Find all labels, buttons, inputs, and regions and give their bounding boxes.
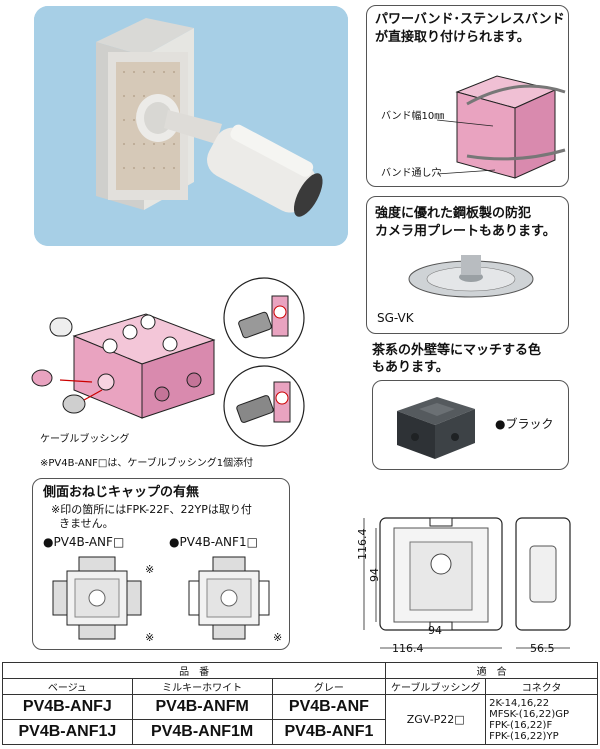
black-box-illustration bbox=[397, 397, 475, 459]
dim-height: 116.4 bbox=[356, 528, 369, 561]
cell-row2-beige: PV4B-ANF1J bbox=[2, 719, 133, 745]
cap-diagrams bbox=[52, 556, 270, 640]
product-photo bbox=[34, 6, 348, 246]
dim-depth: 56.5 bbox=[530, 642, 555, 655]
cell-row1-beige: PV4B-ANFJ bbox=[2, 694, 133, 720]
cap-label-right: ●PV4B-ANF1□ bbox=[169, 535, 258, 549]
bushing-note: ※PV4B-ANF□は、ケーブルブッシング1個添付 bbox=[40, 458, 254, 469]
plate-model: SG-VK bbox=[377, 311, 414, 325]
cell-connectors: 2K-14,16,22 MFSK-(16,22)GP FPK-(16,22)F … bbox=[485, 694, 598, 745]
cap-mark-bottom: ※ bbox=[145, 631, 155, 644]
plate-panel: 強度に優れた鋼板製の防犯 カメラ用プレートもあります。 SG-VK bbox=[366, 196, 569, 334]
cap-note-line2: きません。 bbox=[59, 517, 114, 530]
header-bushing: ケーブルブッシング bbox=[385, 678, 487, 695]
black-panel: ●ブラック bbox=[372, 380, 569, 470]
cell-row1-gray: PV4B-ANF bbox=[271, 694, 387, 720]
camera-box-photo bbox=[34, 6, 348, 246]
dimension-drawing bbox=[363, 517, 571, 649]
header-part: 品 番 bbox=[1, 662, 387, 679]
header-connector: コネクタ bbox=[485, 678, 598, 695]
band-title-line2: が直接取り付けられます。 bbox=[375, 30, 530, 45]
cap-mark-top: ※ bbox=[145, 563, 155, 576]
cap-title: 側面おねじキャップの有無 bbox=[43, 485, 200, 500]
connector-4: FPK-(16,22)YP bbox=[489, 730, 559, 742]
header-gray: グレー bbox=[271, 678, 387, 695]
band-hole-label: バンド通し穴 bbox=[381, 168, 442, 179]
plate-title-line1: 強度に優れた鋼板製の防犯 bbox=[375, 206, 532, 221]
pink-box-illustration bbox=[31, 313, 216, 419]
connector-2: MFSK-(16,22)GP bbox=[489, 708, 570, 720]
connector-3: FPK-(16,22)F bbox=[489, 719, 553, 731]
black-label: ●ブラック bbox=[495, 417, 554, 431]
cap-mark-right: ※ bbox=[273, 631, 283, 644]
band-width-label: バンド幅10㎜ bbox=[381, 111, 445, 122]
header-milky-white: ミルキーホワイト bbox=[131, 678, 273, 695]
header-fit: 適 合 bbox=[385, 662, 598, 679]
band-box-illustration bbox=[436, 75, 566, 179]
cell-bushing: ZGV-P22□ bbox=[385, 694, 487, 745]
connector-1: 2K-14,16,22 bbox=[489, 697, 550, 709]
connector-details bbox=[223, 277, 305, 447]
brown-note-line2: もあります。 bbox=[372, 360, 449, 375]
band-title-line1: パワーバンド･ステンレスバンド bbox=[375, 12, 565, 27]
cap-panel: 側面おねじキャップの有無 ※印の箇所にはFPK-22F、22YPは取り付 きませ… bbox=[32, 478, 290, 650]
cap-label-left: ●PV4B-ANF□ bbox=[43, 535, 125, 549]
bushing-label: ケーブルブッシング bbox=[40, 434, 130, 445]
cell-row2-white: PV4B-ANF1M bbox=[131, 719, 273, 745]
dim-inner-w: 94 bbox=[428, 624, 442, 637]
plate-title-line2: カメラ用プレートもあります。 bbox=[375, 224, 556, 239]
band-panel: パワーバンド･ステンレスバンド が直接取り付けられます。 バンド幅10㎜ バンド… bbox=[366, 5, 569, 187]
cell-row1-white: PV4B-ANFM bbox=[131, 694, 273, 720]
spec-table: 品 番 適 合 ベージュ ミルキーホワイト グレー ケーブルブッシング コネクタ… bbox=[1, 662, 598, 745]
dim-width: 116.4 bbox=[392, 642, 424, 655]
dim-inner-h: 94 bbox=[368, 568, 381, 582]
cell-row2-gray: PV4B-ANF1 bbox=[271, 719, 387, 745]
brown-note-line1: 茶系の外壁等にマッチする色 bbox=[372, 343, 542, 358]
cap-note-line1: ※印の箇所にはFPK-22F、22YPは取り付 bbox=[51, 503, 252, 516]
plate-illustration bbox=[408, 255, 534, 298]
header-beige: ベージュ bbox=[2, 678, 133, 695]
